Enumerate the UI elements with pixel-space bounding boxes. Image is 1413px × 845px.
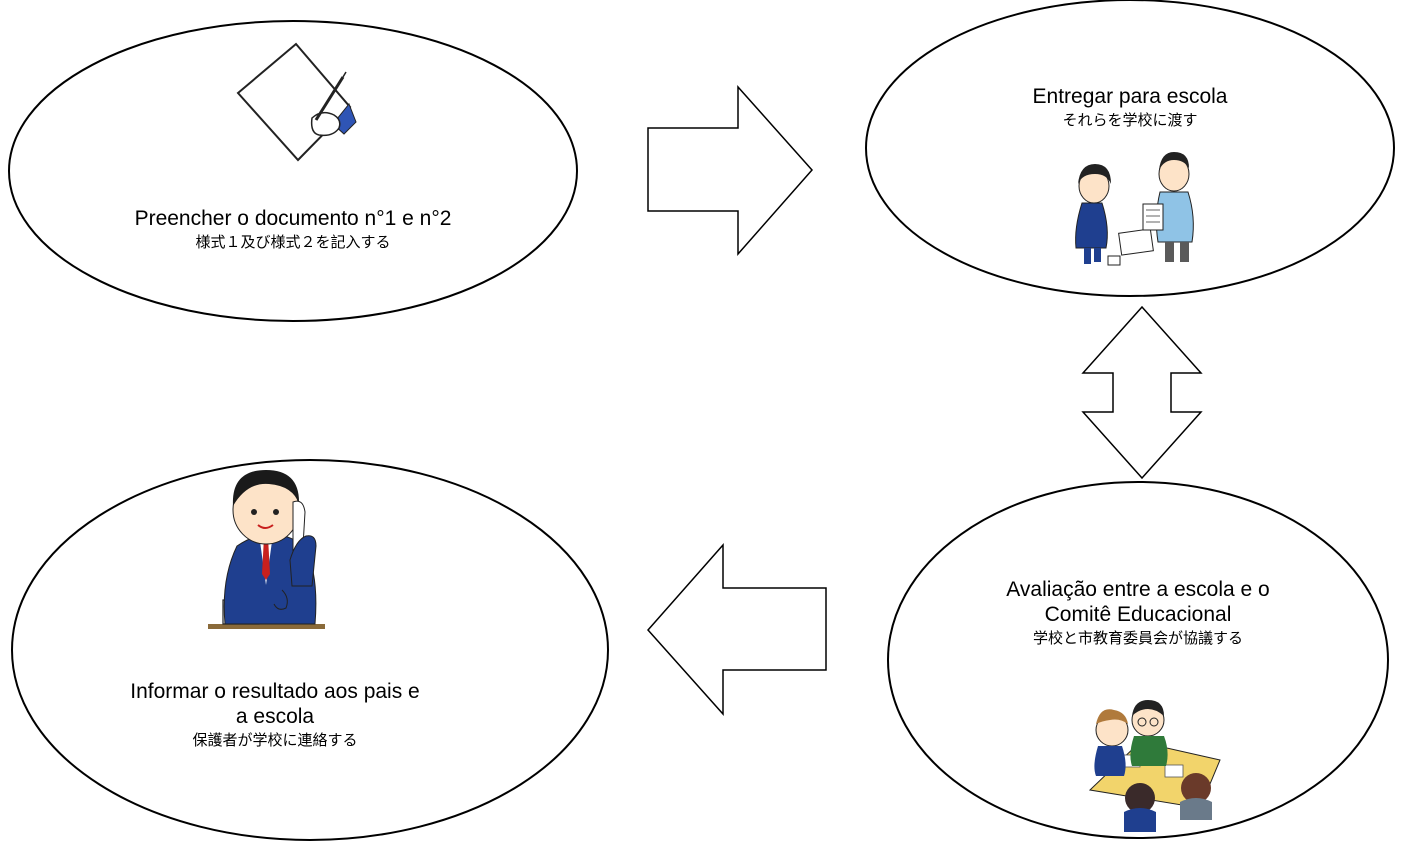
step-1-label: Preencher o documento n°1 e n°2 様式１及び様式２… — [60, 206, 526, 252]
step-4-subtitle: 保護者が学校に連絡する — [192, 731, 358, 749]
handing-document-icon — [1075, 152, 1194, 266]
step-2-node — [865, 0, 1395, 297]
step-1-title: Preencher o documento n°1 e n°2 — [134, 207, 452, 230]
step-4-node — [11, 459, 609, 841]
step-1-subtitle: 様式１及び様式２を記入する — [195, 233, 391, 251]
step-1-node — [8, 20, 578, 322]
step-4-title-line1: Informar o resultado aos pais e — [130, 680, 420, 703]
step-3-subtitle: 学校と市教育委員会が協議する — [1032, 629, 1243, 647]
meeting-discussion-icon — [1088, 700, 1221, 832]
step-3-title-line2: Comitê Educacional — [1044, 603, 1232, 626]
arrow-left-icon — [646, 543, 827, 716]
arrow-right-icon — [647, 85, 814, 256]
step-2-title: Entregar para escola — [1032, 85, 1228, 108]
step-2-subtitle: それらを学校に渡す — [1062, 111, 1198, 129]
man-on-telephone-icon — [208, 470, 325, 629]
step-3-title-line1: Avaliação entre a escola e o — [1006, 578, 1270, 601]
arrow-up-down-icon — [1081, 305, 1203, 480]
step-3-node — [887, 481, 1389, 839]
hand-writing-on-paper-icon — [236, 42, 357, 162]
step-2-label: Entregar para escola それらを学校に渡す — [900, 84, 1360, 130]
step-3-label: Avaliação entre a escola e o Comitê Educ… — [920, 577, 1356, 648]
step-4-title-line2: a escola — [235, 705, 315, 728]
step-4-label: Informar o resultado aos pais e a escola… — [40, 679, 510, 750]
